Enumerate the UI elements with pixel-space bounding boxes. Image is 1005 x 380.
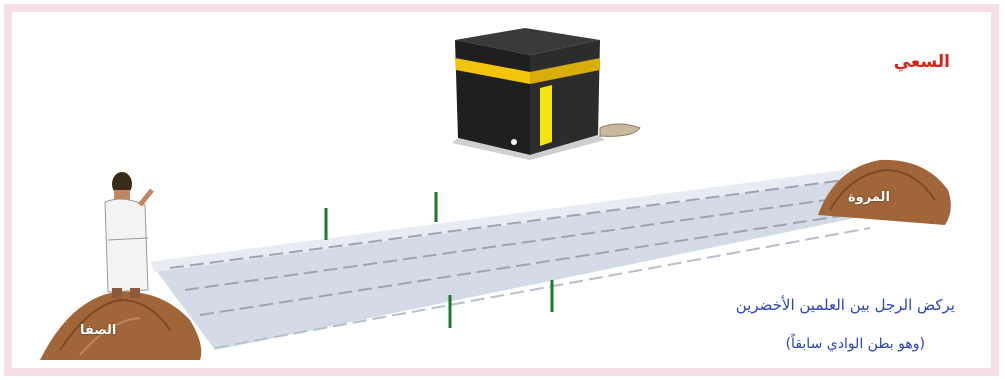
safa-hill — [40, 292, 201, 360]
caption-line-1: يركض الرجل بين العلمين الأخضرين — [600, 296, 955, 314]
walkway — [150, 168, 870, 350]
marwa-label: المروة — [848, 190, 890, 205]
caption-line-2: (وهو بطن الوادي سابقاً) — [600, 336, 925, 352]
diagram-title: السعي — [860, 52, 950, 72]
safa-label: الصفا — [80, 323, 116, 338]
pilgrim-figure — [105, 172, 152, 298]
kaaba-icon — [452, 28, 640, 160]
